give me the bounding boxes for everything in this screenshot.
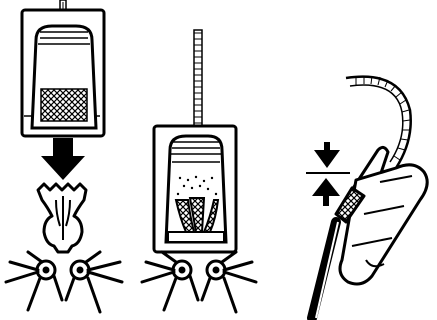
down-arrow-icon [41, 138, 85, 180]
pinch-arrows-icon [306, 142, 350, 206]
bolt-left-1 [37, 261, 55, 279]
cutter-tool [336, 147, 427, 284]
legs-panel-1 [6, 252, 122, 312]
inner-cartridge-1 [32, 26, 96, 128]
bolt-right-1 [71, 261, 89, 279]
panel-2 [142, 30, 256, 312]
jaw-clip-open [38, 184, 86, 252]
bolt-left-2 [173, 261, 191, 279]
hatched-fill-1 [41, 89, 87, 121]
panel-3 [306, 76, 427, 318]
inner-cartridge-2 [166, 136, 226, 242]
bolt-right-2 [207, 261, 225, 279]
panel-1 [6, 0, 122, 312]
cable-top-2 [194, 30, 202, 140]
handle-bar [312, 222, 338, 318]
legs-panel-2 [142, 252, 256, 312]
